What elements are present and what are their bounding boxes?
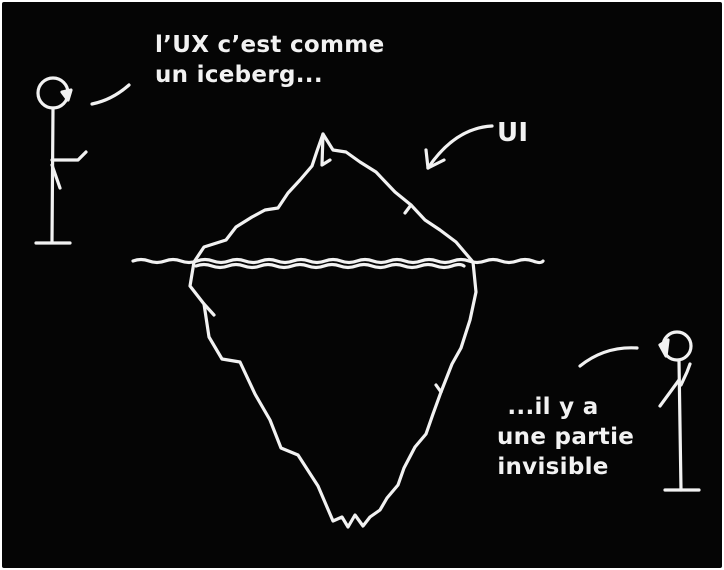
speech-left-line1: l’UX c’est comme xyxy=(155,32,385,58)
stick-figure-left-icon xyxy=(34,76,131,245)
speech-right-text: ...il y a une partie invisible xyxy=(497,392,635,482)
speech-left-line2: un iceberg... xyxy=(155,62,323,88)
speech-right-line2: une partie xyxy=(497,424,635,450)
ui-label: UI xyxy=(497,118,529,148)
speech-left-text: l’UX c’est comme un iceberg... xyxy=(155,30,384,90)
stick-figure-right-icon xyxy=(578,330,701,492)
speech-right-line1: ...il y a xyxy=(507,394,599,420)
speech-right-line3: invisible xyxy=(497,454,609,480)
iceberg-icon xyxy=(188,132,478,529)
arrow-to-ui-icon xyxy=(424,124,494,170)
water-line-icon xyxy=(131,257,545,265)
